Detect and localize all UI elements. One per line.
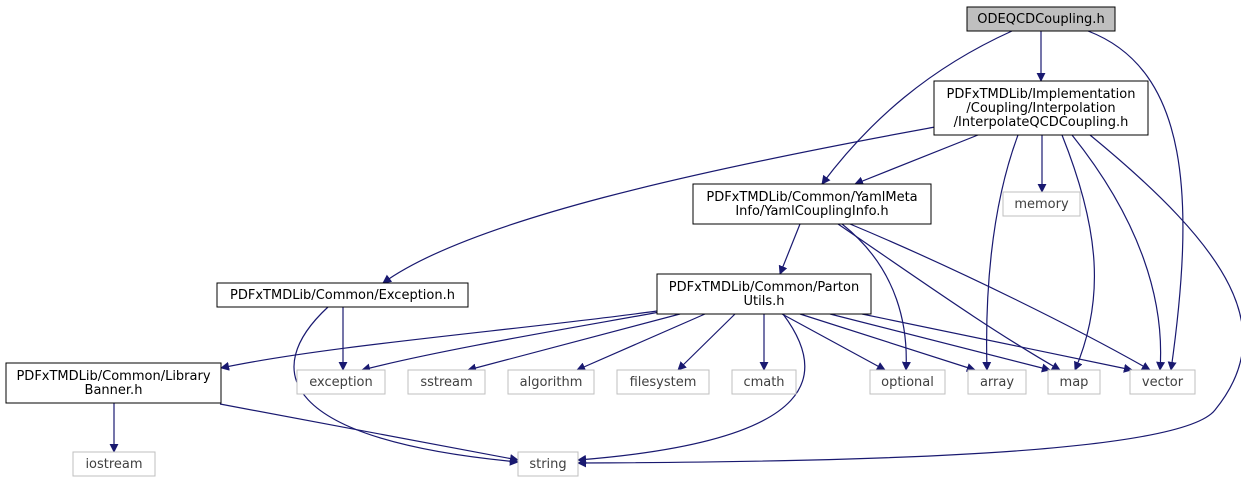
edge-parton-to-optional — [781, 313, 886, 371]
node-label-line: Utils.h — [744, 294, 785, 309]
edge-interp-to-map — [1061, 134, 1096, 371]
edge-parton-to-array — [799, 313, 976, 372]
edge-parton-to-string — [577, 313, 806, 464]
node-box — [616, 369, 710, 395]
edge-layer — [109, 30, 1241, 468]
node-box — [966, 6, 1116, 32]
node-box — [507, 369, 595, 395]
node-vector: vector — [1129, 369, 1196, 395]
node-sstream: sstream — [407, 369, 486, 395]
node-cmath: cmath — [731, 369, 797, 395]
node-label-line: vector — [1142, 375, 1184, 390]
node-root[interactable]: ODEQCDCoupling.h — [966, 6, 1116, 32]
node-label-line: array — [980, 375, 1014, 390]
node-array: array — [967, 369, 1027, 395]
edge-yaml-to-parton — [778, 223, 801, 275]
node-filesystem: filesystem — [616, 369, 710, 395]
node-map: map — [1047, 369, 1101, 395]
node-label-line: ODEQCDCoupling.h — [977, 12, 1104, 27]
node-label-line: PDFxTMDLib/Common/Library — [16, 369, 210, 384]
edge-interp-to-vector — [1071, 134, 1166, 371]
node-label-line: filesystem — [630, 375, 697, 390]
edge-yaml-to-map — [837, 223, 1061, 371]
edge-parton-to-exception — [361, 311, 661, 373]
edge-interp-to-exc — [382, 126, 936, 284]
node-box — [869, 369, 946, 395]
node-string: string — [517, 451, 579, 477]
node-label-line: iostream — [85, 457, 142, 472]
node-label-line: Banner.h — [85, 383, 143, 398]
node-box — [656, 273, 872, 315]
edge-parton-to-filesystem — [677, 313, 736, 371]
node-layer: ODEQCDCoupling.hPDFxTMDLib/Implementatio… — [5, 6, 1196, 477]
node-label-line: Info/YamlCouplingInfo.h — [735, 204, 888, 219]
node-label-line: algorithm — [520, 375, 583, 390]
edge-exc-to-string — [293, 306, 519, 466]
node-label-line: PDFxTMDLib/Common/Parton — [669, 280, 859, 295]
node-iostream: iostream — [72, 451, 156, 477]
edge-parton-to-sstream — [467, 313, 681, 373]
edge-yaml-to-vector — [849, 223, 1151, 371]
node-label-line: /InterpolateQCDCoupling.h — [954, 115, 1129, 130]
node-box — [1002, 191, 1081, 217]
node-box — [967, 369, 1027, 395]
node-box — [72, 451, 156, 477]
node-label-line: optional — [881, 375, 934, 390]
node-label-line: PDFxTMDLib/Common/YamlMeta — [706, 190, 917, 205]
edge-interp-to-yaml — [854, 134, 979, 186]
edge-yaml-to-optional — [841, 223, 911, 371]
node-yaml[interactable]: PDFxTMDLib/Common/YamlMetaInfo/YamlCoupl… — [692, 183, 932, 225]
node-label-line: sstream — [420, 375, 472, 390]
node-interp[interactable]: PDFxTMDLib/Implementation/Coupling/Inter… — [933, 80, 1149, 136]
node-box — [407, 369, 486, 395]
node-box — [517, 451, 579, 477]
edge-parton-to-map — [829, 313, 1051, 373]
node-box — [216, 282, 469, 308]
node-label-line: memory — [1014, 197, 1069, 212]
node-label-line: /Coupling/Interpolation — [966, 101, 1115, 116]
node-label-line: PDFxTMDLib/Implementation — [947, 87, 1136, 102]
node-memory: memory — [1002, 191, 1081, 217]
edge-root-to-vector — [1087, 30, 1184, 371]
node-label-line: exception — [309, 375, 373, 390]
node-algorithm: algorithm — [507, 369, 595, 395]
node-exception: exception — [296, 369, 386, 395]
edge-root-to-yaml — [821, 30, 1013, 185]
edge-parton-to-banner — [220, 310, 658, 371]
edge-interp-to-string — [577, 134, 1241, 468]
node-box — [933, 80, 1149, 136]
node-box — [5, 362, 222, 404]
node-label-line: PDFxTMDLib/Common/Exception.h — [230, 288, 455, 303]
node-label-line: string — [529, 457, 566, 472]
node-box — [1047, 369, 1101, 395]
node-box — [1129, 369, 1196, 395]
node-label-line: cmath — [743, 375, 784, 390]
node-box — [692, 183, 932, 225]
node-label-line: map — [1060, 375, 1089, 390]
edge-parton-to-vector — [861, 313, 1133, 373]
node-box — [731, 369, 797, 395]
edge-parton-to-algorithm — [576, 313, 706, 371]
node-exc[interactable]: PDFxTMDLib/Common/Exception.h — [216, 282, 469, 308]
node-box — [296, 369, 386, 395]
edge-banner-to-string — [219, 403, 519, 463]
edge-interp-to-array — [982, 134, 1019, 371]
node-optional: optional — [869, 369, 946, 395]
